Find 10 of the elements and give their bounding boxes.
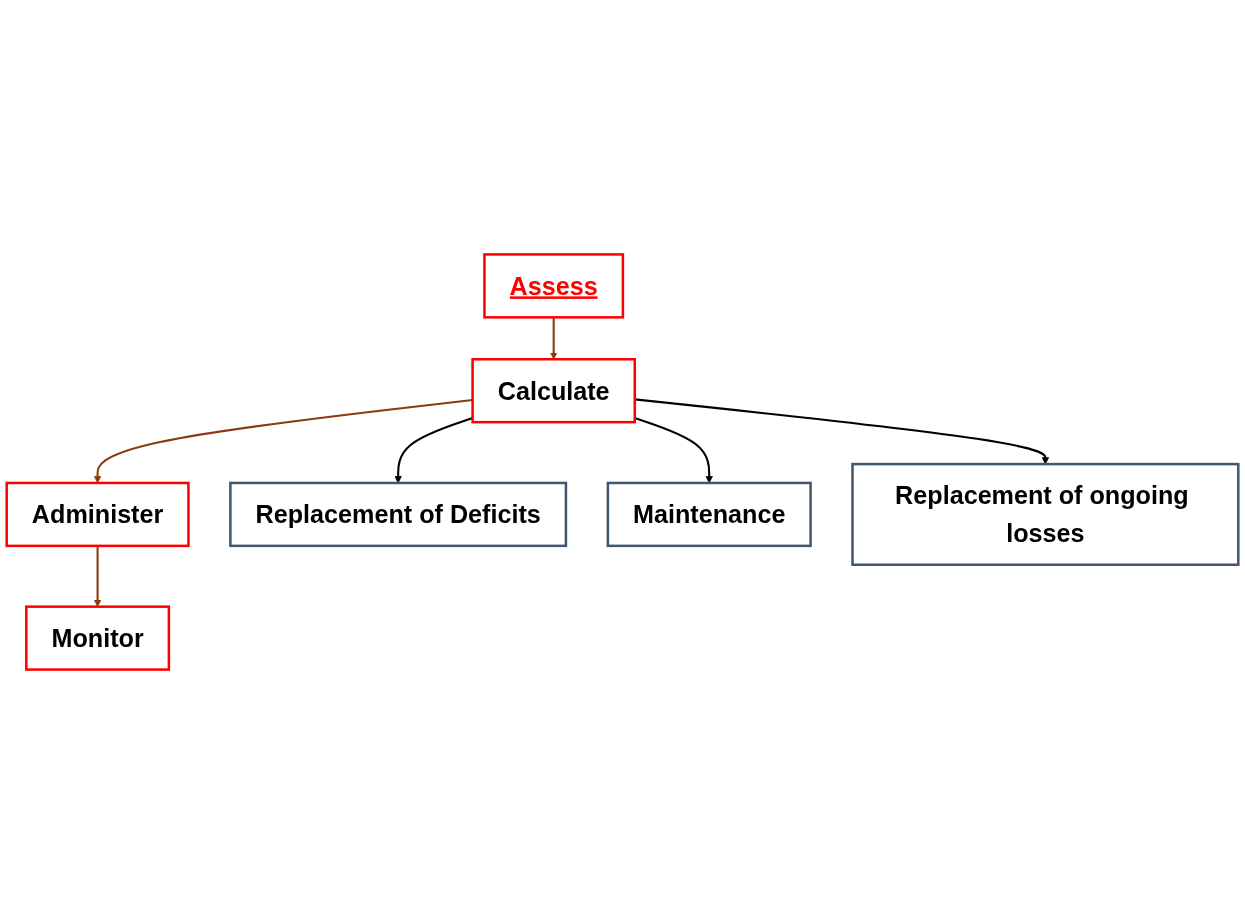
node-box: Replacement of ongoing losses — [851, 462, 1240, 566]
node-box: Assess — [483, 253, 625, 319]
arrow — [634, 398, 1050, 465]
node-box: Administer — [5, 481, 190, 548]
node-box: Calculate — [471, 358, 637, 424]
node-box: Replacement of Deficits — [229, 481, 568, 548]
node-box: Maintenance — [606, 481, 812, 548]
arrow — [93, 545, 102, 607]
node-box: Monitor — [25, 605, 171, 671]
arrow — [550, 317, 558, 360]
